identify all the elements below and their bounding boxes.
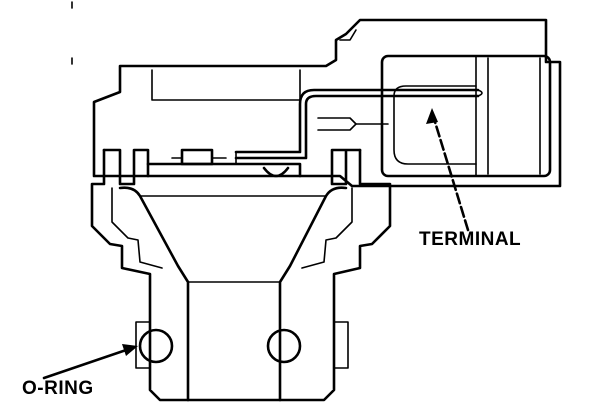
terminal-leader-line [426,108,470,232]
o-ring [138,328,302,364]
port-body [90,148,392,402]
terminal-pin [234,88,483,160]
connector-housing [92,18,562,188]
terminal-label: TERMINAL [419,229,522,250]
o-ring-leader-line [42,344,138,380]
sensor-element [146,148,302,178]
o-ring-label: O-RING [22,378,94,399]
